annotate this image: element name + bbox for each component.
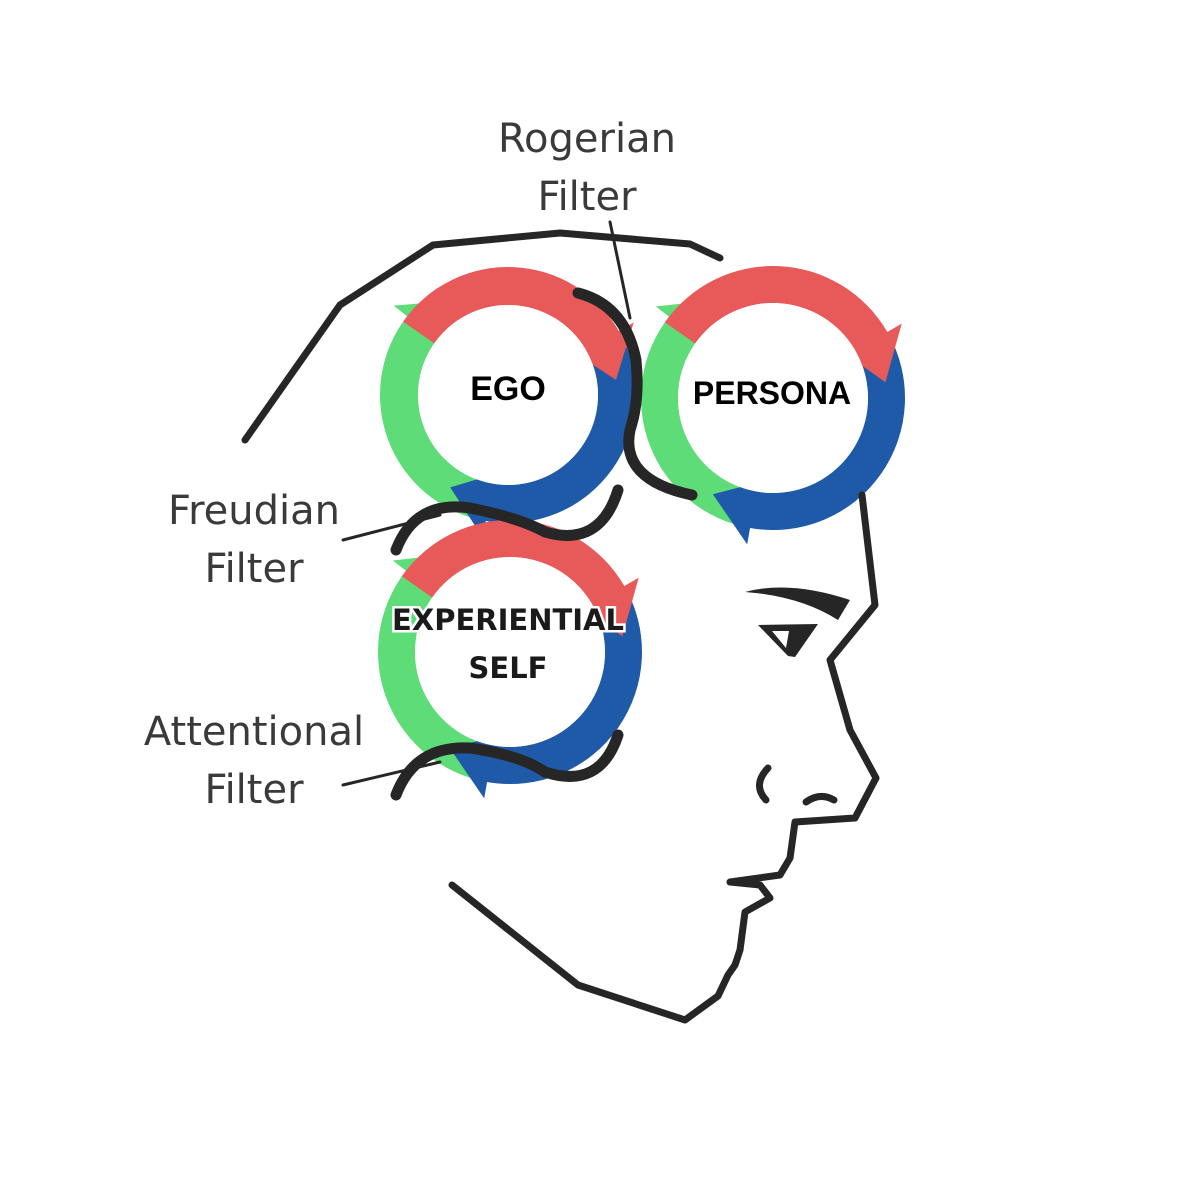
ego-label: EGO	[470, 370, 546, 408]
nose-tip	[802, 793, 838, 806]
freudian-filter-curve	[390, 484, 624, 556]
persona-label: PERSONA	[693, 375, 851, 411]
persona-cycle-ring	[641, 265, 905, 545]
rogerian-filter-label: Rogerian Filter	[498, 116, 676, 220]
ring-center	[415, 557, 605, 747]
nostril	[756, 764, 772, 804]
eye	[758, 624, 818, 657]
experiential-label-line-1: EXPERIENTIAL	[392, 603, 624, 637]
skull-outline	[241, 229, 724, 444]
freudian-leader-line	[341, 513, 442, 542]
rogerian-label-line-2: Filter	[537, 174, 637, 220]
experiential-label-line-2: SELF	[469, 651, 548, 685]
rogerian-label-line-1: Rogerian	[498, 116, 676, 162]
face-outline	[448, 491, 880, 1024]
attentional-label-line-2: Filter	[204, 767, 304, 813]
red-arrow-segment	[664, 265, 902, 383]
ring-center	[678, 303, 868, 493]
rogerian-leader-line	[608, 220, 632, 320]
freudian-label-line-2: Filter	[204, 546, 304, 592]
blue-arrow-segment	[450, 331, 637, 538]
blue-arrow-segment	[449, 586, 643, 799]
freudian-filter-label: Freudian Filter	[168, 488, 340, 592]
attentional-filter-label: Attentional Filter	[144, 709, 364, 813]
head-profile-icon	[241, 229, 880, 1024]
red-arrow-segment	[401, 520, 639, 637]
blue-arrow-segment	[712, 332, 905, 545]
eyebrow	[745, 587, 850, 620]
rogerian-filter-curve	[572, 287, 698, 501]
attentional-leader-line	[341, 760, 442, 787]
ring-center	[418, 305, 598, 485]
freudian-label-line-1: Freudian	[168, 488, 340, 534]
green-arrow-segment	[641, 299, 757, 528]
green-arrow-segment	[379, 300, 493, 522]
attentional-label-line-1: Attentional	[144, 709, 364, 755]
attentional-filter-curve	[390, 729, 624, 801]
green-arrow-segment	[377, 553, 494, 782]
experiential-self-cycle-ring	[377, 520, 643, 799]
